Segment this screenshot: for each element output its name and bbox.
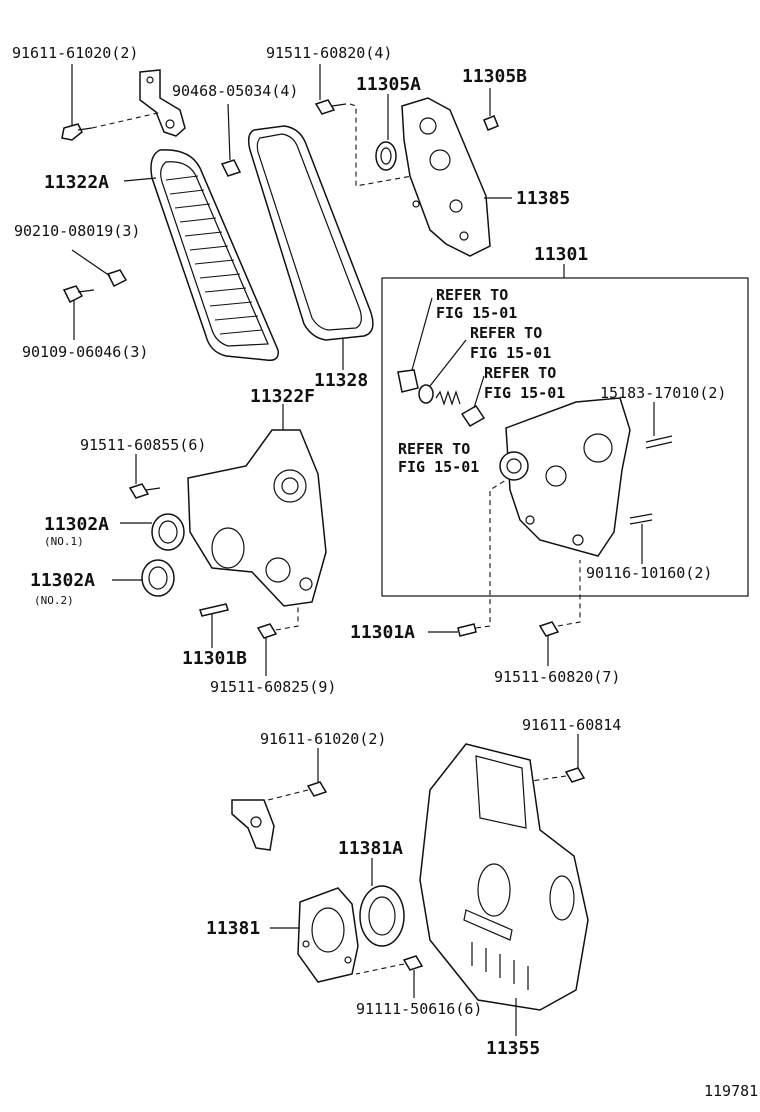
diagram-id-label: 119781 bbox=[704, 1082, 758, 1100]
part-number-label: 11305B bbox=[462, 66, 527, 87]
part-number-label: 11328 bbox=[314, 370, 368, 391]
refer-note-line1: REFER TO bbox=[484, 364, 556, 382]
part-number-label: 91511-60820(4) bbox=[266, 44, 392, 62]
part-number-label: 11301A bbox=[350, 622, 415, 643]
refer-note-line1: REFER TO bbox=[436, 286, 508, 304]
leader-line bbox=[411, 297, 433, 371]
pin-11301a-part bbox=[457, 623, 477, 637]
part-number-label: 11385 bbox=[516, 188, 570, 209]
refer-note-line1: REFER TO bbox=[398, 440, 470, 458]
part-number-label: 15183-17010(2) bbox=[600, 384, 726, 402]
bolt-part-top-center bbox=[314, 99, 347, 115]
part-number-label: 11305A bbox=[356, 74, 421, 95]
part-number-label: 91111-50616(6) bbox=[356, 1000, 482, 1018]
part-number-label: 90116-10160(2) bbox=[586, 564, 712, 582]
part-number-label: 91511-60855(6) bbox=[80, 436, 206, 454]
part-number-label: 11322A bbox=[44, 172, 109, 193]
part-number-label: 11301 bbox=[534, 244, 588, 265]
stud-part-15183 bbox=[645, 435, 673, 449]
bracket-part-bottom bbox=[231, 799, 275, 851]
refer-note-line1: REFER TO bbox=[470, 324, 542, 342]
nut-part-90210 bbox=[106, 269, 128, 288]
leader-line bbox=[227, 103, 231, 161]
part-number-label: 11301B bbox=[182, 648, 247, 669]
bolt-part-90109 bbox=[62, 285, 95, 304]
assembly-line bbox=[557, 560, 581, 627]
assembly-line bbox=[91, 111, 163, 129]
refer-note-line2: FIG 15-01 bbox=[470, 344, 551, 362]
seal-note-label: (NO.2) bbox=[34, 594, 74, 607]
retainer-11381-part bbox=[297, 887, 359, 983]
oil-seal-11381a-part bbox=[359, 885, 405, 947]
leader-line bbox=[429, 339, 467, 387]
plate-11385-part bbox=[401, 97, 491, 257]
oil-seal-11302a-no1-part bbox=[151, 513, 185, 551]
assembly-line bbox=[355, 963, 405, 975]
part-number-label: 90468-05034(4) bbox=[172, 82, 298, 100]
refer-note-line2: FIG 15-01 bbox=[436, 304, 517, 322]
leader-line bbox=[71, 249, 111, 277]
seal-note-label: (NO.1) bbox=[44, 535, 84, 548]
clip-part bbox=[220, 159, 242, 177]
cover-11322a-ribs bbox=[165, 175, 263, 335]
part-number-label: 11381 bbox=[206, 918, 260, 939]
bolt-part-91511-60855 bbox=[128, 483, 161, 499]
end-plate-11355-part bbox=[419, 743, 589, 1011]
part-number-label: 11322F bbox=[250, 386, 315, 407]
assembly-line bbox=[349, 103, 413, 187]
part-number-label: 91511-60825(9) bbox=[210, 678, 336, 696]
part-number-label: 91611-61020(2) bbox=[260, 730, 386, 748]
leader-line bbox=[473, 375, 485, 409]
plug-part bbox=[397, 369, 419, 393]
part-number-label: 11381A bbox=[338, 838, 403, 859]
part-number-label: 90210-08019(3) bbox=[14, 222, 140, 240]
oil-pump-housing-part bbox=[499, 397, 631, 557]
bolt-part-top-left bbox=[61, 123, 93, 141]
sleeve-part bbox=[460, 405, 486, 427]
assembly-line bbox=[523, 775, 567, 783]
bolt-part-91111-50616 bbox=[402, 955, 424, 971]
timing-cover-11322f-part bbox=[187, 429, 327, 607]
stud-part-11301b bbox=[199, 603, 229, 617]
bolt-part-91611-61020-bottom bbox=[306, 781, 328, 797]
part-number-label: 11302A bbox=[44, 514, 109, 535]
bracket-part-top bbox=[139, 69, 186, 137]
leader-line bbox=[123, 177, 157, 182]
part-number-label: 91611-61020(2) bbox=[12, 44, 138, 62]
gasket-11328-part bbox=[247, 125, 374, 341]
assembly-line bbox=[475, 479, 507, 629]
bolt-part-91511-60825 bbox=[256, 623, 278, 639]
part-number-label: 91511-60820(7) bbox=[494, 668, 620, 686]
spring-part bbox=[435, 390, 461, 406]
cover-11322a-part bbox=[150, 149, 279, 362]
bolt-part-91611-60814 bbox=[564, 767, 586, 783]
assembly-line bbox=[275, 604, 299, 631]
refer-note-line2: FIG 15-01 bbox=[484, 384, 565, 402]
part-number-label: 90109-06046(3) bbox=[22, 343, 148, 361]
pin-11305b-part bbox=[483, 115, 499, 131]
part-number-label: 91611-60814 bbox=[522, 716, 621, 734]
valve-part bbox=[418, 384, 434, 404]
part-number-label: 11302A bbox=[30, 570, 95, 591]
assembly-11301-box bbox=[381, 277, 749, 597]
oil-seal-11305a-part bbox=[375, 141, 397, 171]
stud-part-90116 bbox=[629, 513, 653, 525]
refer-note-line2: FIG 15-01 bbox=[398, 458, 479, 476]
part-number-label: 11355 bbox=[486, 1038, 540, 1059]
oil-seal-11302a-no2-part bbox=[141, 559, 175, 597]
bolt-part-91511-60820-bottom bbox=[538, 621, 560, 637]
